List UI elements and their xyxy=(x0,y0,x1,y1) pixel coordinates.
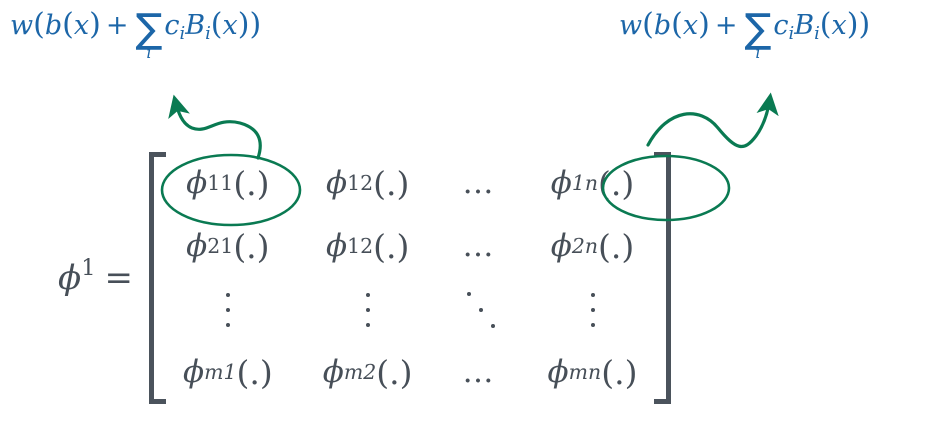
diagonal-dots-icon xyxy=(463,278,497,341)
equation-left-hand-side: ϕ1 = xyxy=(58,257,133,299)
annotation-left-x-1: x xyxy=(73,10,90,41)
annotation-left-open-paren-2: ( xyxy=(62,7,74,42)
matrix-cell-3-2-vdots xyxy=(349,278,387,341)
cell-symbol: ϕ xyxy=(325,228,348,264)
annotation-left-summation: ∑i xyxy=(135,6,163,62)
annotation-right-x-1: x xyxy=(682,10,699,41)
bracket-left-top-serif xyxy=(148,152,166,157)
cell-symbol: ϕ xyxy=(550,228,572,264)
annotation-right-B: B xyxy=(794,10,815,41)
sigma-icon: ∑ xyxy=(744,6,772,53)
cell-symbol: ϕ xyxy=(182,354,205,390)
cell-symbol: ϕ xyxy=(322,354,344,390)
cell-argument: (.) xyxy=(373,164,410,203)
annotation-left-sum-index: i xyxy=(146,42,152,62)
annotation-left-c-sub: i xyxy=(179,22,186,44)
bracket-left-bottom-serif xyxy=(148,399,166,404)
annotation-right-open-paren-3: ( xyxy=(819,7,832,42)
callout-arrow-right xyxy=(646,92,779,148)
vertical-dots-icon xyxy=(351,278,385,341)
annotation-right-x-2: x xyxy=(831,10,847,41)
cell-symbol: ϕ xyxy=(186,228,208,264)
vertical-dots-icon xyxy=(211,278,245,341)
bracket-right-top-serif xyxy=(654,152,672,157)
annotation-right-c-sub: i xyxy=(788,22,795,44)
vertical-dots-icon xyxy=(576,278,610,341)
matrix-cell-1-3-ellipsis: … xyxy=(462,165,498,201)
cell-symbol: ϕ xyxy=(325,165,348,201)
cell-symbol: ϕ xyxy=(550,165,572,201)
cell-subscript: mn xyxy=(568,360,602,385)
cell-subscript: 2n xyxy=(571,234,599,259)
annotation-right-open-paren-2: ( xyxy=(671,7,683,42)
phi-symbol: ϕ xyxy=(58,257,82,298)
cell-argument: (.) xyxy=(598,227,635,266)
annotation-left-B: B xyxy=(185,10,206,41)
annotation-left-plus: + xyxy=(105,10,129,41)
cell-argument: (.) xyxy=(233,164,270,203)
annotation-left-x-2: x xyxy=(222,10,238,41)
matrix-cell-3-4-vdots xyxy=(574,278,612,341)
cell-subscript: 21 xyxy=(207,234,234,259)
annotation-left-b: b xyxy=(44,10,63,41)
cell-argument: (.) xyxy=(601,353,638,392)
annotation-left-open-paren-3: ( xyxy=(210,7,223,42)
annotation-right-close-paren-3: ) xyxy=(846,7,859,42)
equals-sign: = xyxy=(104,257,133,298)
annotation-left-c: c xyxy=(164,10,180,41)
matrix-bracket-left xyxy=(148,152,171,404)
annotation-left-B-sub: i xyxy=(205,22,211,44)
matrix-cell-2-3-ellipsis: … xyxy=(462,228,498,264)
callout-arrow-left xyxy=(168,94,262,160)
annotation-left-w: w xyxy=(10,10,34,41)
phi-superscript: 1 xyxy=(81,255,96,282)
cell-symbol: ϕ xyxy=(547,354,569,390)
bracket-right-bottom-serif xyxy=(654,399,672,404)
cell-argument: (.) xyxy=(598,164,635,203)
cell-subscript: m1 xyxy=(204,360,237,385)
cell-argument: (.) xyxy=(236,353,273,392)
cell-symbol: ϕ xyxy=(186,165,208,201)
annotation-right-sum-index: i xyxy=(755,42,761,62)
annotation-right-c: c xyxy=(773,10,789,41)
annotation-left-close-paren-1: ) xyxy=(249,7,262,42)
matrix-cell-3-1-vdots xyxy=(209,278,247,341)
annotation-left-close-paren-3: ) xyxy=(237,7,250,42)
annotation-right-open-paren-1: ( xyxy=(642,7,654,42)
annotation-right-plus: + xyxy=(714,10,738,41)
matrix-bracket-right xyxy=(649,152,672,404)
cell-argument: (.) xyxy=(233,227,270,266)
annotation-right-w: w xyxy=(619,10,643,41)
cell-subscript: m2 xyxy=(343,360,377,385)
cell-subscript: 1n xyxy=(571,171,599,196)
cell-subscript: 12 xyxy=(347,171,374,196)
annotation-right-B-sub: i xyxy=(814,22,820,44)
annotation-left-close-paren-2: ) xyxy=(89,7,101,42)
cell-subscript: 11 xyxy=(207,171,234,196)
cell-argument: (.) xyxy=(373,227,410,266)
annotation-right-close-paren-1: ) xyxy=(858,7,871,42)
cell-argument: (.) xyxy=(376,353,413,392)
annotation-left-open-paren-1: ( xyxy=(33,7,45,42)
annotation-right-close-paren-2: ) xyxy=(698,7,710,42)
matrix-cell-3-3-ddots xyxy=(461,278,499,341)
sigma-icon: ∑ xyxy=(135,6,163,53)
annotation-right-b: b xyxy=(653,10,672,41)
cell-subscript: 12 xyxy=(347,234,374,259)
matrix-cell-4-3-ellipsis: … xyxy=(462,354,498,390)
annotation-right-summation: ∑i xyxy=(744,6,772,62)
